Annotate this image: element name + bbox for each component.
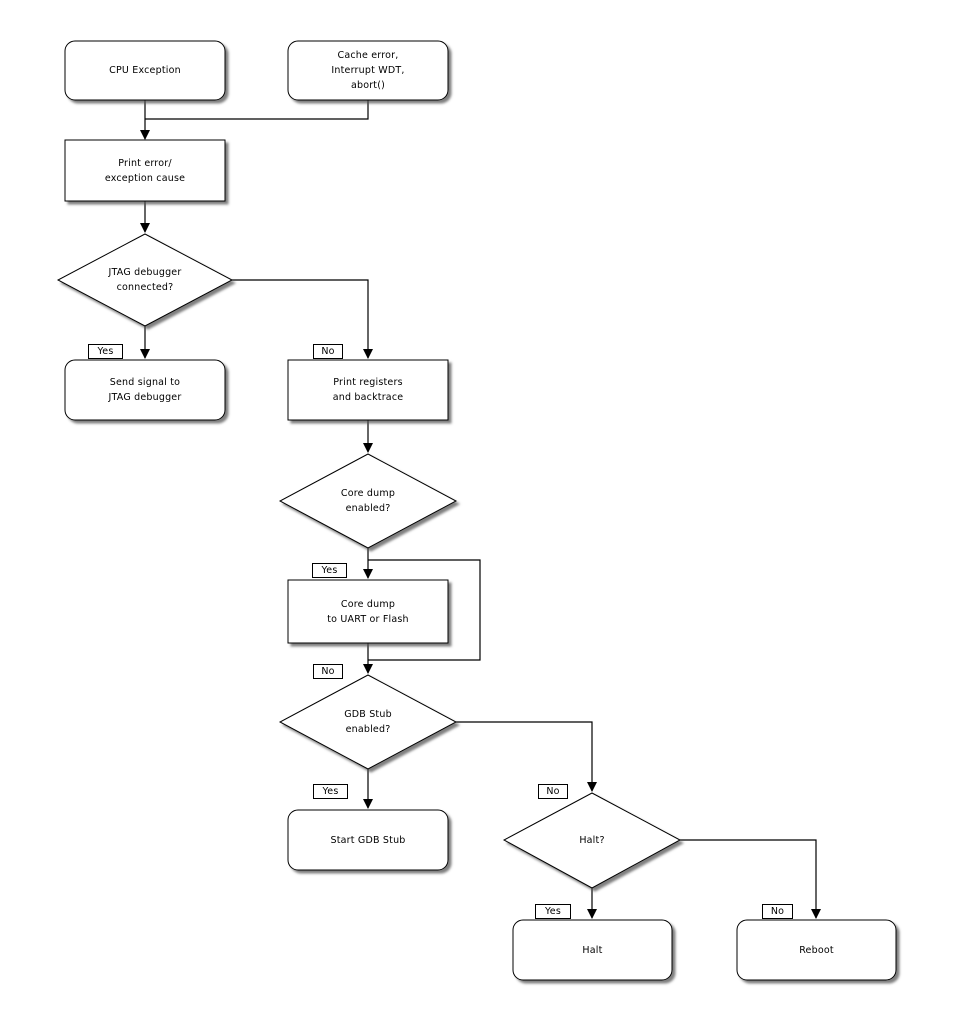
edge-label-halt-yes: Yes	[535, 904, 571, 919]
node-cache-error-shape	[287, 40, 449, 101]
edge-gdb-no-to-halt-decision	[456, 721, 597, 792]
flowchart-nodes	[56, 40, 897, 981]
edge-label-core-dump-no: No	[313, 664, 343, 679]
decision-jtag-connected-shape	[56, 233, 234, 327]
edge-label-gdb-yes: Yes	[313, 784, 348, 799]
node-cpu-exception-shape	[64, 40, 226, 101]
edge-cache-error-to-junction	[145, 100, 369, 120]
decision-core-dump-enabled-shape	[278, 453, 458, 549]
edge-halt-no-to-reboot	[680, 839, 821, 919]
edge-label-halt-no: No	[762, 904, 793, 919]
flowchart-edges	[140, 100, 821, 919]
edge-label-jtag-yes: Yes	[88, 344, 123, 359]
node-core-dump-shape	[287, 579, 449, 644]
edge-label-gdb-no: No	[538, 784, 568, 799]
edge-label-core-dump-yes: Yes	[312, 563, 347, 578]
node-print-registers-shape	[287, 359, 449, 421]
node-halt-shape	[512, 919, 673, 981]
node-reboot-shape	[736, 919, 897, 981]
node-start-gdb-stub-shape	[287, 809, 449, 871]
decision-halt-question-shape	[502, 792, 682, 889]
edge-jtag-no-to-print-registers	[232, 279, 373, 359]
decision-gdb-stub-enabled-shape	[278, 674, 458, 770]
edge-coredump-no-bypass	[368, 559, 481, 661]
node-send-signal-shape	[64, 359, 226, 421]
node-print-error-shape	[64, 139, 226, 202]
edge-label-jtag-no: No	[313, 344, 343, 359]
